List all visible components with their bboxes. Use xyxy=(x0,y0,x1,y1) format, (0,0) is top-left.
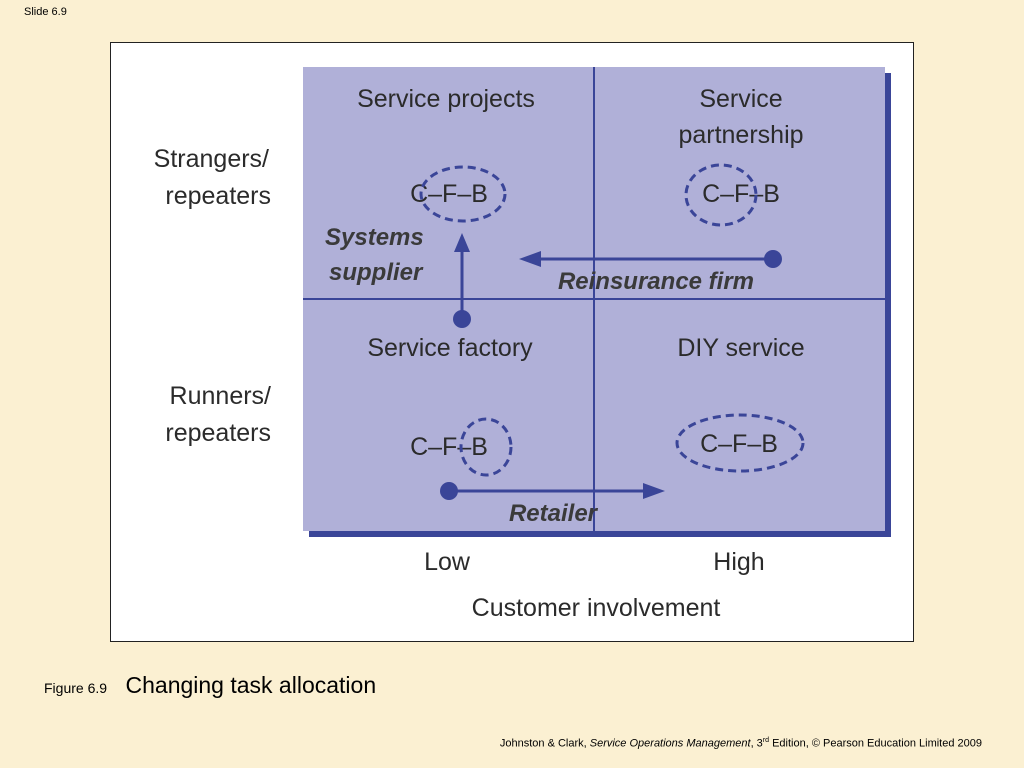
dashed-ellipse-bottom-right xyxy=(675,413,805,473)
footer-publisher: Edition, © Pearson Education Limited 200… xyxy=(769,737,982,750)
systems-supplier-label-line2: supplier xyxy=(329,259,424,286)
quadrant-title-service-projects: Service projects xyxy=(357,85,535,113)
dashed-ellipse-top-left xyxy=(419,165,507,223)
cfb-label-bottom-left: C–F–B xyxy=(410,433,488,461)
quadrant-title-service: Service xyxy=(699,85,782,113)
axis-label-customer-involvement: Customer involvement xyxy=(472,594,721,622)
slide-number: Slide 6.9 xyxy=(24,6,67,18)
row-label-runners: Runners/ xyxy=(170,382,271,410)
footer-book-title: Service Operations Management xyxy=(589,737,751,750)
reinsurance-firm-label: Reinsurance firm xyxy=(558,268,754,295)
task-allocation-matrix: Strangers/ repeaters Runners/ repeaters … xyxy=(154,67,891,622)
systems-supplier-arrow xyxy=(453,233,471,328)
column-label-high: High xyxy=(713,548,764,576)
quadrant-title-partnership: partnership xyxy=(678,121,803,149)
quadrant-title-diy-service: DIY service xyxy=(677,334,804,362)
footer-citation: Johnston & Clark, Service Operations Man… xyxy=(500,737,982,750)
figure-caption: Figure 6.9 Changing task allocation xyxy=(44,672,376,699)
retailer-arrow xyxy=(440,482,665,500)
quadrant-title-service-factory: Service factory xyxy=(367,334,533,362)
footer-edition: , 3 xyxy=(750,737,763,750)
dashed-ellipse-bottom-left xyxy=(459,417,513,477)
figure-frame: Strangers/ repeaters Runners/ repeaters … xyxy=(110,42,914,642)
footer-authors: Johnston & Clark, xyxy=(499,737,590,750)
cfb-label-bottom-right: C–F–B xyxy=(700,430,778,458)
systems-supplier-label-line1: Systems xyxy=(325,224,424,251)
column-label-low: Low xyxy=(424,548,471,576)
row-label-strangers: Strangers/ xyxy=(154,145,269,173)
retailer-label: Retailer xyxy=(509,500,599,527)
dashed-ellipse-top-right xyxy=(684,163,758,227)
cfb-label-top-right: C–F–B xyxy=(702,180,780,208)
figure-number: Figure 6.9 xyxy=(44,680,108,696)
row-label-runners-repeaters: repeaters xyxy=(165,419,271,447)
figure-title: Changing task allocation xyxy=(125,672,377,698)
reinsurance-firm-arrow xyxy=(519,250,782,268)
footer-edition-suffix: rd xyxy=(762,737,770,744)
row-label-strangers-repeaters: repeaters xyxy=(165,182,271,210)
